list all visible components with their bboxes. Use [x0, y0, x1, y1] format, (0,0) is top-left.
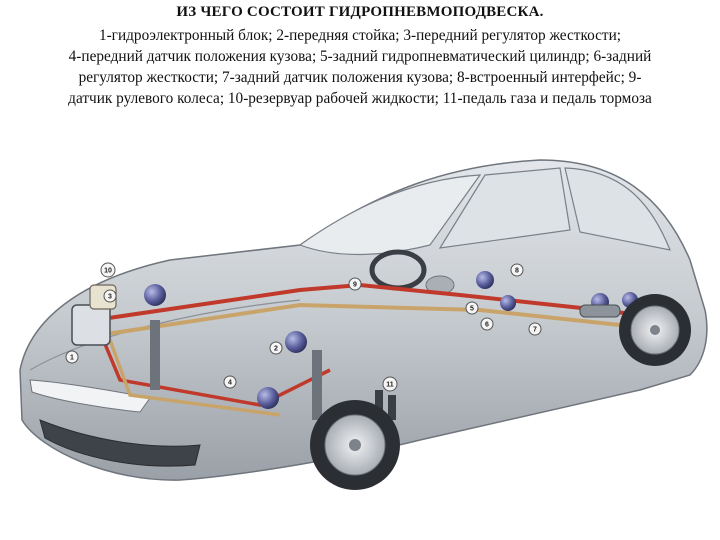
callout-number: 9 — [353, 282, 357, 289]
callout-number: 11 — [386, 382, 394, 389]
callout-5: 5 — [466, 302, 478, 314]
front-strut — [312, 350, 322, 420]
sphere — [257, 387, 279, 409]
legend-description: 1-гидроэлектронный блок; 2-передняя стой… — [8, 25, 712, 109]
callout-number: 5 — [470, 306, 474, 313]
car-suspension-illustration: 1 2 3 4 5 6 7 8 — [0, 120, 720, 540]
callout-10: 10 — [101, 263, 115, 277]
callout-6: 6 — [481, 318, 493, 330]
front-wheel — [310, 400, 400, 490]
callout-1: 1 — [66, 351, 78, 363]
legend-line: 4-передний датчик положения кузова; 5-за… — [8, 46, 712, 67]
callout-3: 3 — [104, 290, 116, 302]
callout-9: 9 — [349, 278, 361, 290]
sphere — [285, 331, 307, 353]
legend-line: регулятор жесткости; 7-задний датчик пол… — [8, 67, 712, 88]
sphere — [500, 295, 516, 311]
front-strut-left — [150, 320, 160, 390]
callout-4: 4 — [224, 376, 236, 388]
callout-number: 2 — [274, 346, 278, 353]
callout-number: 8 — [515, 268, 519, 275]
callout-number: 6 — [485, 322, 489, 329]
hydroelectronic-block — [72, 305, 110, 345]
legend-line: 1-гидроэлектронный блок; 2-передняя стой… — [8, 25, 712, 46]
callout-number: 10 — [104, 268, 112, 275]
callout-2: 2 — [270, 342, 282, 354]
legend-line: датчик рулевого колеса; 10-резервуар раб… — [8, 88, 712, 109]
page-title: ИЗ ЧЕГО СОСТОИТ ГИДРОПНЕВМОПОДВЕСКА. — [0, 4, 720, 21]
rear-wheel — [619, 294, 691, 366]
callout-number: 3 — [108, 294, 112, 301]
callout-number: 7 — [533, 327, 537, 334]
callout-7: 7 — [529, 323, 541, 335]
callout-11: 11 — [383, 377, 397, 391]
rear-cylinder — [580, 305, 620, 317]
callout-number: 4 — [228, 380, 232, 387]
callout-8: 8 — [511, 264, 523, 276]
sphere — [144, 284, 166, 306]
callout-number: 1 — [70, 355, 74, 362]
sphere — [476, 271, 494, 289]
